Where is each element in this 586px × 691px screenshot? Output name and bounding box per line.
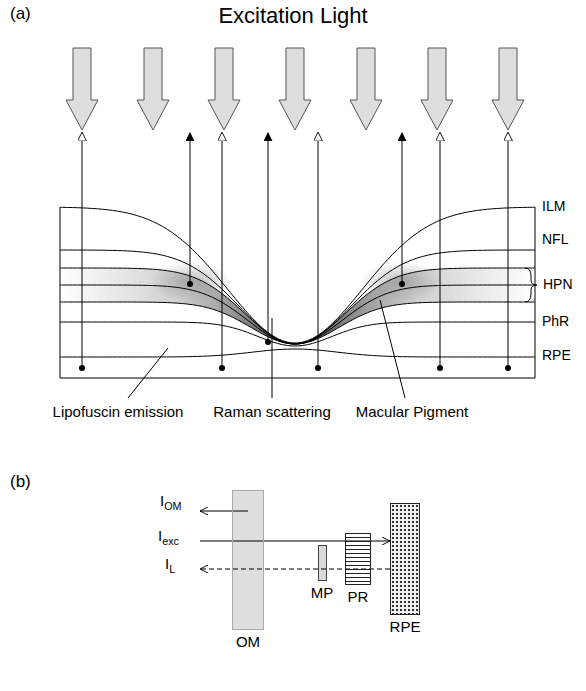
layer-line [60, 285, 535, 344]
layer-name: RPE [390, 619, 421, 636]
emission-ray [82, 133, 83, 368]
excitation-arrow [421, 48, 453, 130]
callout-label: Raman scattering [213, 404, 331, 421]
signal-label: IOM [160, 493, 182, 512]
emission-source [187, 281, 193, 287]
panel-label: (a) [10, 5, 31, 24]
emission-rays [79, 133, 511, 371]
emission-source [79, 365, 85, 371]
excitation-arrow [492, 48, 524, 130]
emission-source [265, 339, 271, 345]
excitation-arrows [66, 48, 524, 130]
excitation-arrow [350, 48, 382, 130]
emission-ray [318, 133, 319, 368]
emission-ray [222, 133, 223, 368]
layer-box [390, 503, 420, 615]
layer-name: PR [348, 589, 369, 606]
rpe-layer: RPE [375, 503, 435, 636]
excitation-arrow [208, 48, 240, 130]
heading: Excitation Light [218, 4, 367, 28]
layer-line [60, 207, 535, 343]
excitation-arrow [137, 48, 169, 130]
leader-line [272, 318, 273, 398]
emission-ray [440, 133, 441, 368]
layer-line [60, 268, 535, 344]
panel-label: (b) [10, 473, 31, 492]
photoreceptor-layer: PR [328, 533, 388, 606]
excitation-arrow [279, 48, 311, 130]
leader-line [128, 348, 168, 398]
layer-box [345, 533, 371, 585]
leader-lines [128, 268, 537, 398]
callout-label: Macular Pigment [356, 404, 469, 421]
callout-label: Lipofuscin emission [53, 404, 184, 421]
emission-source [437, 365, 443, 371]
retina-outline [60, 207, 535, 378]
layer-label: ILM [542, 199, 565, 214]
layer-name: OM [236, 634, 260, 651]
layer-label: RPE [542, 348, 571, 363]
bracket [525, 268, 537, 302]
emission-source [399, 281, 405, 287]
emission-source [219, 365, 225, 371]
layer-line [60, 302, 535, 344]
emission-source [315, 365, 321, 371]
layer-box [232, 490, 264, 630]
emission-source [505, 365, 511, 371]
layer-label: NFL [542, 232, 568, 247]
layer-name: MP [311, 585, 334, 602]
layer-line [60, 250, 535, 344]
layer-label: HPN [543, 277, 573, 292]
emission-ray [402, 133, 403, 284]
layer-label: PhR [542, 314, 569, 329]
retina-layers [60, 207, 535, 378]
emission-ray [508, 133, 509, 368]
layer-line [60, 349, 535, 357]
macular-pigment-layer: MP [292, 545, 352, 602]
layer-box [318, 545, 327, 581]
leader-line [380, 300, 405, 398]
signal-label: IL [165, 556, 175, 575]
emission-ray [190, 133, 191, 284]
ocular-media: OM [218, 490, 278, 651]
excitation-arrow [66, 48, 98, 130]
layer-line [60, 322, 535, 346]
macular-pigment [60, 268, 535, 344]
emission-ray [268, 133, 269, 342]
signal-label: Iexc [158, 528, 179, 547]
